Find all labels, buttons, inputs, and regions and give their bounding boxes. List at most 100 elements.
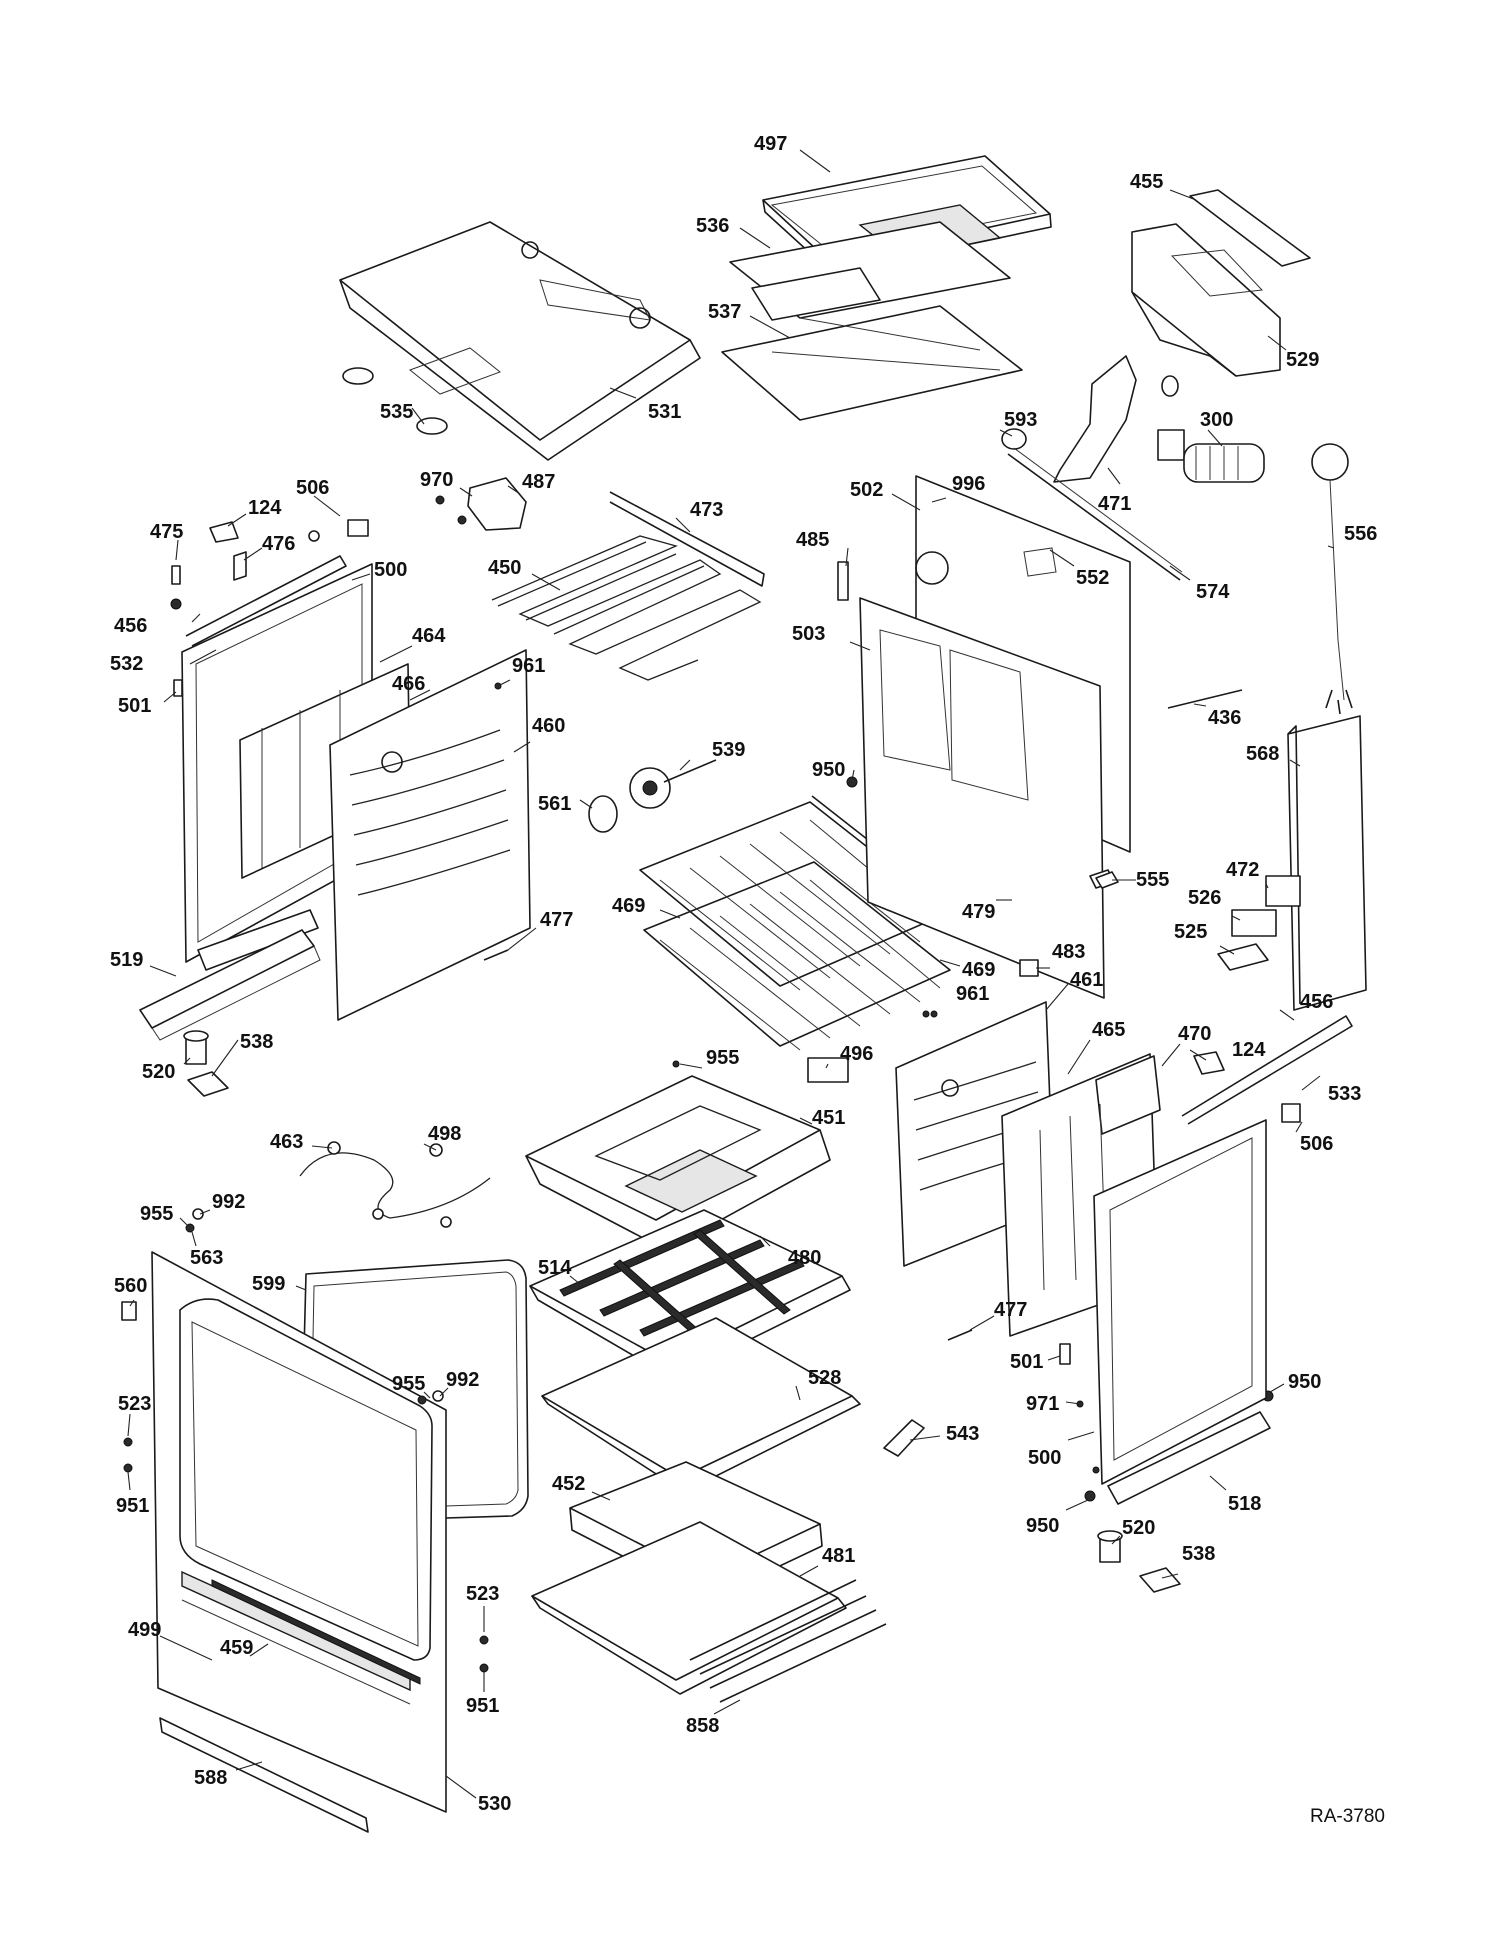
drawer-rack-drawing <box>529 1209 851 1379</box>
part-labels: 497 536 537 455 529 531 535 593 300 471 … <box>110 133 1377 1815</box>
label-506-right: 506 <box>1300 1133 1333 1155</box>
label-483: 483 <box>1052 941 1085 963</box>
label-599: 599 <box>252 1273 285 1295</box>
label-533: 533 <box>1328 1083 1361 1105</box>
label-950-bottom: 950 <box>1026 1515 1059 1537</box>
left-door-upper-drawing <box>181 563 531 1021</box>
label-452: 452 <box>552 1473 585 1495</box>
right-door-glass-drawing <box>1093 1119 1267 1485</box>
label-970: 970 <box>420 469 453 491</box>
probe-sensor-drawing <box>1311 443 1353 715</box>
label-496: 496 <box>840 1043 873 1065</box>
label-499: 499 <box>128 1619 161 1641</box>
cooling-fan-assembly-drawing <box>1001 355 1265 483</box>
label-477-right: 477 <box>994 1299 1027 1321</box>
label-518: 518 <box>1228 1493 1261 1515</box>
label-500-right: 500 <box>1028 1447 1061 1469</box>
label-950: 950 <box>812 759 845 781</box>
drawing-code: RA-3780 <box>1310 1806 1385 1827</box>
label-502: 502 <box>850 479 883 501</box>
door-screws-drawing <box>483 682 973 1341</box>
label-971: 971 <box>1026 1393 1059 1415</box>
broiler-pan-drawing <box>525 1075 831 1251</box>
label-537: 537 <box>708 301 741 323</box>
label-992: 992 <box>212 1191 245 1213</box>
label-552: 552 <box>1076 567 1109 589</box>
label-523-right: 523 <box>466 1583 499 1605</box>
bake-element-drawing <box>299 1141 491 1228</box>
part-drawings <box>121 155 1367 1833</box>
label-473: 473 <box>690 499 723 521</box>
oven-sensor-drawing <box>1167 689 1243 709</box>
oven-back-panels-drawing <box>859 447 1183 999</box>
label-475: 475 <box>150 521 183 543</box>
label-436: 436 <box>1208 707 1241 729</box>
label-450: 450 <box>488 557 521 579</box>
label-574: 574 <box>1196 581 1230 603</box>
label-497: 497 <box>754 133 787 155</box>
label-480: 480 <box>788 1247 821 1269</box>
label-561: 561 <box>538 793 571 815</box>
front-frame-drawing <box>151 1251 447 1813</box>
label-472: 472 <box>1226 859 1259 881</box>
label-555: 555 <box>1136 869 1169 891</box>
label-461: 461 <box>1070 969 1103 991</box>
label-536: 536 <box>696 215 729 237</box>
leader-lines <box>127 149 1335 1799</box>
label-481: 481 <box>822 1545 855 1567</box>
bottom-panel-drawing <box>531 1521 887 1703</box>
label-455: 455 <box>1130 171 1163 193</box>
label-530: 530 <box>478 1793 511 1815</box>
label-538-right: 538 <box>1182 1543 1215 1565</box>
label-476: 476 <box>262 533 295 555</box>
label-525: 525 <box>1174 921 1207 943</box>
label-535: 535 <box>380 401 413 423</box>
label-858: 858 <box>686 1715 719 1737</box>
label-528: 528 <box>808 1367 841 1389</box>
small-bracket-drawing <box>837 561 849 601</box>
label-519: 519 <box>110 949 143 971</box>
label-477: 477 <box>540 909 573 931</box>
door-clips-drawing <box>173 679 1084 1408</box>
small-clips-drawing <box>672 1010 930 1083</box>
label-464: 464 <box>412 625 446 647</box>
label-501: 501 <box>118 695 151 717</box>
label-459: 459 <box>220 1637 253 1659</box>
label-955-left: 955 <box>140 1203 173 1225</box>
label-463: 463 <box>270 1131 303 1153</box>
label-520-right: 520 <box>1122 1517 1155 1539</box>
label-526: 526 <box>1188 887 1221 909</box>
label-469: 469 <box>612 895 645 917</box>
label-961: 961 <box>512 655 545 677</box>
label-955: 955 <box>706 1047 739 1069</box>
label-531: 531 <box>648 401 681 423</box>
label-479: 479 <box>962 901 995 923</box>
label-485: 485 <box>796 529 829 551</box>
label-506: 506 <box>296 477 329 499</box>
label-560: 560 <box>114 1275 147 1297</box>
label-469-lower: 469 <box>962 959 995 981</box>
label-523: 523 <box>118 1393 151 1415</box>
rear-bracket-drawing <box>1131 189 1311 377</box>
front-frame-fasteners-drawing <box>121 1208 489 1673</box>
cap-drawing <box>1019 959 1039 977</box>
terminal-blocks-drawing <box>1089 869 1301 971</box>
side-shield-drawing <box>1287 715 1367 1011</box>
label-456-right: 456 <box>1300 991 1333 1013</box>
mounting-clips-drawing <box>342 367 448 435</box>
label-996: 996 <box>952 473 985 495</box>
label-498: 498 <box>428 1123 461 1145</box>
insulation-sheets-drawing <box>721 221 1023 421</box>
label-950-right: 950 <box>1288 1371 1321 1393</box>
label-992-mid: 992 <box>446 1369 479 1391</box>
label-563: 563 <box>190 1247 223 1269</box>
label-539: 539 <box>712 739 745 761</box>
right-bottom-trim-drawing <box>1107 1411 1271 1505</box>
vent-trim-drawing <box>159 1579 421 1833</box>
label-951: 951 <box>116 1495 149 1517</box>
broil-element-drawing <box>491 535 762 681</box>
label-503: 503 <box>792 623 825 645</box>
label-951-right: 951 <box>466 1695 499 1717</box>
label-556: 556 <box>1344 523 1377 545</box>
